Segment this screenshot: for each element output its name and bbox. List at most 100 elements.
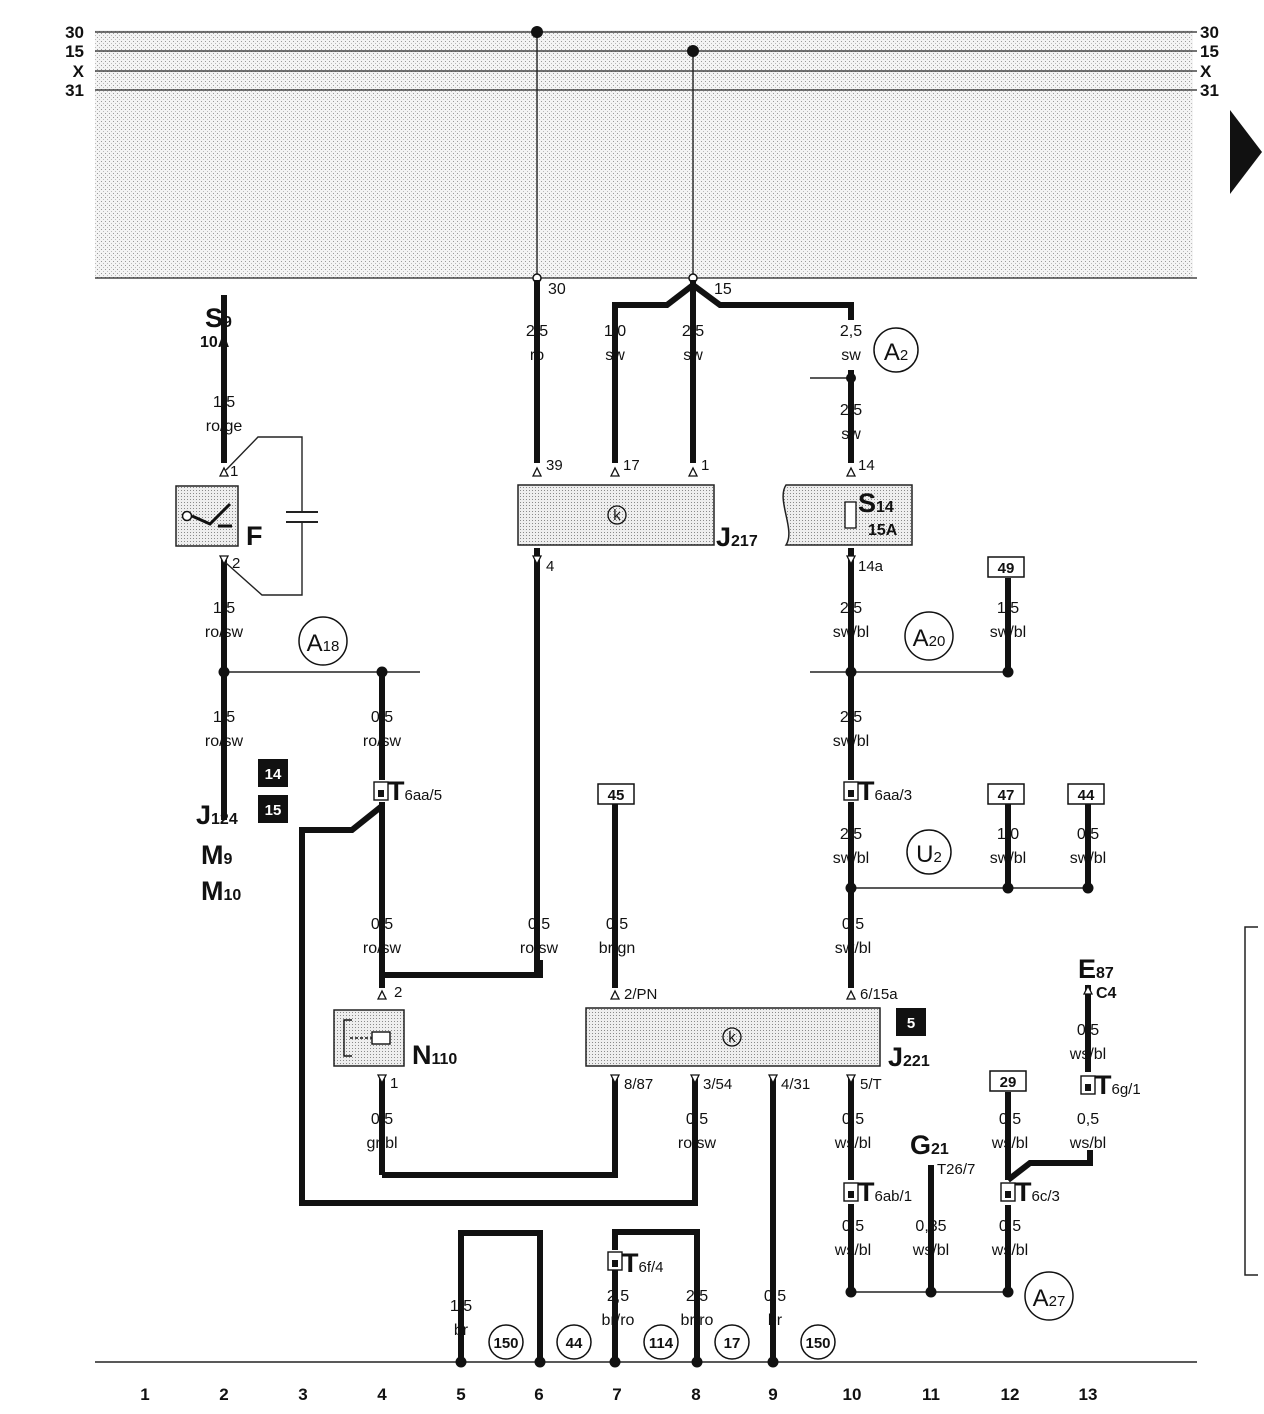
grid-number: 3 bbox=[298, 1385, 307, 1404]
wire-label-size: 2,5 bbox=[840, 402, 862, 419]
relay-j217-symbol-label: k bbox=[613, 507, 621, 524]
svg-text:29: 29 bbox=[1000, 1074, 1017, 1091]
svg-text:150: 150 bbox=[805, 1335, 830, 1352]
splice-u2: U2 bbox=[906, 829, 952, 875]
pin-f-1: 1 bbox=[230, 463, 238, 480]
relay-j221-symbol-label: k bbox=[728, 1029, 736, 1046]
wire-label-size: 2,5 bbox=[686, 1288, 708, 1305]
wire-label-color: br/ro bbox=[681, 1312, 714, 1329]
svg-text:T6g/1: T6g/1 bbox=[1095, 1070, 1141, 1100]
wire-label-size: 1,5 bbox=[997, 600, 1019, 617]
wire-label-color: gr/bl bbox=[366, 1135, 397, 1152]
component-m10: M10 bbox=[201, 876, 241, 906]
rail-15-node bbox=[687, 45, 699, 57]
wire-label-color: ro/sw bbox=[363, 940, 402, 957]
grid-number: 2 bbox=[219, 1385, 228, 1404]
wire-label-color: sw/bl bbox=[1070, 850, 1106, 867]
pin-n110-1: 1 bbox=[390, 1075, 398, 1092]
wire-label-size: 0,5 bbox=[371, 1111, 393, 1128]
wire-label-size: 0,5 bbox=[842, 1111, 864, 1128]
wire-label-size: 2,5 bbox=[840, 709, 862, 726]
svg-text:A27: A27 bbox=[1033, 1285, 1066, 1312]
wire-label-size: 0,5 bbox=[1077, 826, 1099, 843]
wire-label-size: 0,35 bbox=[915, 1218, 946, 1235]
connector-t6f4: T6f/4 bbox=[607, 1248, 664, 1278]
wire-label-size: 0,5 bbox=[1077, 1022, 1099, 1039]
splice-a27: A27 bbox=[1024, 1271, 1074, 1321]
wire-label-color: ro/sw bbox=[678, 1135, 717, 1152]
component-s14-rating: 15A bbox=[868, 522, 898, 539]
component-n110: N110 bbox=[412, 1040, 457, 1070]
ref-black-5: 5 bbox=[896, 1008, 926, 1036]
wire-label-color: sw/bl bbox=[835, 940, 871, 957]
wire-label-size: 0,5 bbox=[1077, 1111, 1099, 1128]
continuation-arrow-icon bbox=[1230, 110, 1262, 194]
thick-wires bbox=[221, 280, 1093, 1362]
wire-label-size: 0,5 bbox=[371, 709, 393, 726]
wire-label-color: ro/ge bbox=[206, 418, 243, 435]
wire-label-color: sw/bl bbox=[833, 733, 869, 750]
component-s14: S14 bbox=[858, 488, 894, 518]
svg-text:A20: A20 bbox=[913, 625, 946, 652]
fuse-box-pin-label-30: 30 bbox=[548, 281, 566, 298]
svg-text:T6c/3: T6c/3 bbox=[1015, 1177, 1060, 1207]
ground-circle-150-a: 150 bbox=[488, 1324, 524, 1360]
svg-text:A2: A2 bbox=[884, 339, 908, 366]
wire-label-color: ro/sw bbox=[205, 624, 244, 641]
svg-text:150: 150 bbox=[493, 1335, 518, 1352]
grid-numbers: 1 2 3 4 5 6 7 8 9 10 11 12 13 bbox=[140, 1385, 1097, 1404]
ground-circle-114: 114 bbox=[643, 1324, 679, 1360]
ground-circle-17: 17 bbox=[714, 1324, 750, 1360]
grid-number: 10 bbox=[843, 1385, 862, 1404]
connector-t6aa5: T6aa/5 bbox=[373, 776, 442, 806]
wire-label-size: 0,5 bbox=[371, 916, 393, 933]
wire-label-color: sw/bl bbox=[990, 850, 1026, 867]
wire-label-size: 0,5 bbox=[528, 916, 550, 933]
pin-j221-5t: 5/T bbox=[860, 1076, 882, 1093]
wire-label-size: 0,5 bbox=[686, 1111, 708, 1128]
ref-box-45: 45 bbox=[597, 783, 635, 805]
rail-label-right-x: X bbox=[1200, 62, 1212, 81]
wire-label-color: ws/bl bbox=[991, 1135, 1028, 1152]
rail-label-right-30: 30 bbox=[1200, 23, 1219, 42]
wire-label-size: 1,0 bbox=[997, 826, 1019, 843]
svg-text:T6f/4: T6f/4 bbox=[622, 1248, 664, 1278]
svg-text:47: 47 bbox=[998, 787, 1015, 804]
component-e87-connector: C4 bbox=[1096, 985, 1117, 1002]
component-s9: S9 bbox=[205, 303, 232, 333]
rail-label-right-31: 31 bbox=[1200, 81, 1219, 100]
connector-t6aa3: T6aa/3 bbox=[843, 776, 912, 806]
wire-label-size: 0,5 bbox=[764, 1288, 786, 1305]
relay-j217 bbox=[517, 484, 715, 546]
wire-label-color: ws/bl bbox=[912, 1242, 949, 1259]
wire-label-size: 0,5 bbox=[842, 916, 864, 933]
component-g21-connector: T26/7 bbox=[937, 1161, 975, 1178]
svg-text:17: 17 bbox=[724, 1335, 741, 1352]
wire-label-size: 2,5 bbox=[526, 323, 548, 340]
svg-text:114: 114 bbox=[649, 1335, 674, 1352]
rail-label-left-x: X bbox=[73, 62, 85, 81]
wire-label-size: 1,5 bbox=[213, 394, 235, 411]
svg-text:49: 49 bbox=[998, 560, 1015, 577]
wire-label-size: 1,5 bbox=[213, 600, 235, 617]
wire-label-color: br bbox=[768, 1312, 783, 1329]
component-m9: M9 bbox=[201, 840, 233, 870]
grid-number: 1 bbox=[140, 1385, 149, 1404]
splice-a20: A20 bbox=[904, 611, 954, 661]
wire-label-size: 2,5 bbox=[840, 826, 862, 843]
splice-a18: A18 bbox=[298, 616, 348, 666]
pin-j217-4: 4 bbox=[546, 558, 554, 575]
pin-j217-17: 17 bbox=[623, 457, 640, 474]
grid-number: 9 bbox=[768, 1385, 777, 1404]
wire-label-color: sw/bl bbox=[990, 624, 1026, 641]
grid-number: 8 bbox=[691, 1385, 700, 1404]
ground-circle-150-b: 150 bbox=[800, 1324, 836, 1360]
rail-label-left-31: 31 bbox=[65, 81, 84, 100]
svg-text:5: 5 bbox=[907, 1015, 915, 1032]
component-g21: G21 bbox=[910, 1130, 949, 1160]
pin-j221-887: 8/87 bbox=[624, 1076, 653, 1093]
pin-s14-14a: 14a bbox=[858, 558, 884, 575]
svg-text:T6aa/5: T6aa/5 bbox=[388, 776, 442, 806]
svg-text:15: 15 bbox=[265, 802, 282, 819]
